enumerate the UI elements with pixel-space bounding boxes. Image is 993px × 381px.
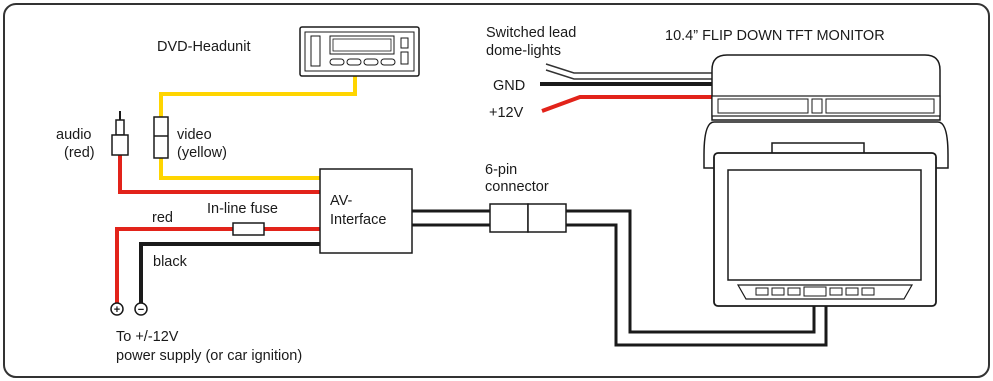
six-pin-connector: [489, 203, 567, 233]
plus12v-label: +12V: [489, 105, 524, 121]
headunit-label: DVD-Headunit: [157, 39, 251, 55]
gnd-label: GND: [493, 78, 525, 94]
power-wire-red: [115, 227, 233, 303]
audio-rca-plug: [111, 111, 129, 156]
video-rca-connector: [153, 116, 169, 159]
power-wire-black: [139, 242, 320, 303]
power-terminal-plus: +: [110, 302, 124, 316]
inline-fuse: [232, 222, 265, 236]
plus12v-wire-red: [541, 95, 712, 113]
audio-wire-red: [118, 155, 320, 194]
plus-symbol: +: [114, 304, 120, 316]
av-interface-box: [319, 168, 413, 254]
audio-label-1: audio: [56, 127, 91, 143]
power-supply-label-1: To +/-12V: [116, 329, 179, 345]
power-terminal-minus: −: [134, 302, 148, 316]
audio-label-2: (red): [64, 145, 95, 161]
monitor-label: 10.4” FLIP DOWN TFT MONITOR: [665, 28, 885, 44]
flip-down-monitor: [703, 54, 949, 307]
video-label-1: video: [177, 127, 212, 143]
switched-lead-label-2: dome-lights: [486, 43, 561, 59]
av-interface-label-2: Interface: [330, 212, 386, 228]
red-wire-label: red: [152, 210, 173, 226]
connector-label-1: 6-pin: [485, 162, 517, 178]
dvd-headunit: [299, 26, 420, 77]
minus-symbol: −: [138, 304, 144, 316]
cable-connector-to-monitor-1: [566, 209, 816, 334]
switched-lead-wire-1: [545, 63, 712, 74]
fuse-label: In-line fuse: [207, 201, 278, 217]
video-label-2: (yellow): [177, 145, 227, 161]
switched-lead-label-1: Switched lead: [486, 25, 576, 41]
cable-connector-to-monitor-2: [566, 223, 828, 347]
power-supply-label-2: power supply (or car ignition): [116, 348, 302, 364]
connector-label-2: connector: [485, 179, 549, 195]
black-wire-label: black: [153, 254, 188, 270]
video-wire-yellow-lower: [159, 158, 320, 180]
switched-lead-wire-2: [545, 69, 712, 80]
video-wire-yellow: [159, 76, 357, 117]
av-interface-label-1: AV-: [330, 193, 352, 209]
